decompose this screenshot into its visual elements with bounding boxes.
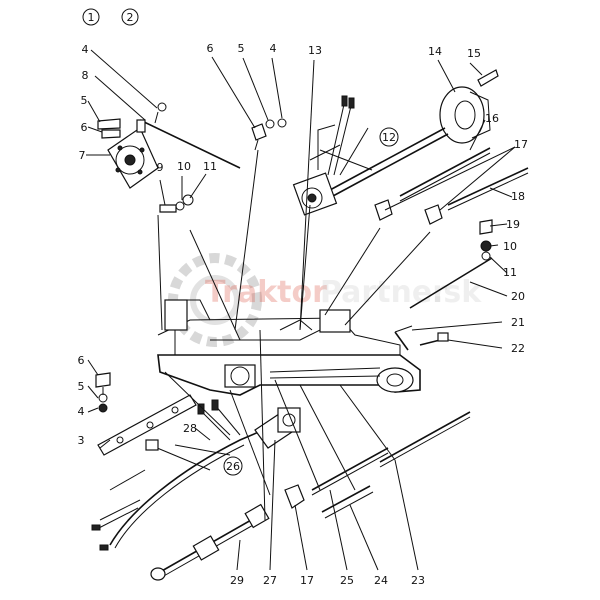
lamp-housing-7	[107, 127, 159, 189]
callout-15: 15	[467, 47, 481, 60]
pin-21	[394, 331, 409, 351]
callout-5-top: 5	[238, 42, 245, 55]
callout-4-top: 4	[270, 42, 277, 55]
variant-marker-2: 2	[121, 8, 139, 26]
rod-23	[379, 411, 471, 463]
hub-14	[439, 86, 491, 144]
connector-block	[145, 439, 159, 451]
tractor-frame	[157, 299, 421, 396]
bracket-3	[97, 394, 197, 456]
long-shaft-12	[329, 127, 446, 191]
rod-20	[409, 257, 493, 309]
callout-26: 26	[226, 460, 240, 473]
callout-20: 20	[511, 290, 525, 303]
callout-circle-12	[379, 127, 399, 147]
callout-labels: 4 8 5 6 7 9 10 11 6 5 4 13 14 15 12 16 1…	[78, 42, 529, 587]
callout-14: 14	[428, 45, 442, 58]
watermark-text-red: Traktor	[205, 275, 327, 310]
callout-7: 7	[79, 149, 86, 162]
callout-16: 16	[485, 112, 499, 125]
callout-11: 11	[203, 160, 217, 173]
callout-10: 10	[177, 160, 191, 173]
rod-18	[447, 167, 529, 206]
variant-label-2: 2	[127, 11, 134, 24]
tube-24	[321, 485, 371, 513]
leader-lines	[86, 49, 516, 571]
callout-11-right: 11	[503, 266, 517, 279]
callout-circle-26	[223, 456, 243, 476]
watermark: Traktor Partner .sk	[168, 253, 482, 347]
callout-23: 23	[411, 574, 425, 587]
callout-10-right: 10	[503, 240, 517, 253]
rod-16	[399, 147, 491, 197]
callout-29: 29	[230, 574, 244, 587]
rear-wheel-hub	[376, 367, 414, 393]
callout-4: 4	[82, 43, 89, 56]
watermark-text-suffix: .sk	[432, 275, 482, 310]
front-lamp-housing	[164, 299, 188, 331]
rod-upper-left	[139, 119, 241, 169]
boot-17-bottom	[284, 484, 305, 509]
callout-9: 9	[157, 161, 164, 174]
watermark-text-grey: Partner	[320, 275, 447, 310]
callout-5: 5	[81, 94, 88, 107]
boot-17-right	[424, 204, 443, 225]
callout-6: 6	[81, 121, 88, 134]
callout-4-left: 4	[78, 405, 85, 418]
variant-label-1: 1	[88, 11, 95, 24]
variant-marker-1: 1	[82, 8, 100, 26]
callout-22: 22	[511, 342, 525, 355]
boot-17-left	[374, 199, 393, 221]
callout-25: 25	[340, 574, 354, 587]
socket-27	[254, 407, 301, 449]
callout-27: 27	[263, 574, 277, 587]
callout-8: 8	[82, 69, 89, 82]
connector-housing-13	[292, 172, 338, 216]
harness-26	[109, 424, 276, 546]
callout-3: 3	[78, 434, 85, 447]
rod-25	[311, 447, 389, 491]
callout-13: 13	[308, 44, 322, 57]
callout-6-left: 6	[78, 354, 85, 367]
callout-6-top: 6	[207, 42, 214, 55]
callout-12: 12	[382, 131, 396, 144]
callout-24: 24	[374, 574, 388, 587]
callout-17: 17	[514, 138, 528, 151]
callout-19: 19	[506, 218, 520, 231]
callout-18: 18	[511, 190, 525, 203]
control-panel	[319, 309, 351, 333]
callout-5-left: 5	[78, 380, 85, 393]
plug-cable-29	[150, 503, 270, 581]
callout-21: 21	[511, 316, 525, 329]
drive-housing	[224, 364, 256, 388]
callout-28: 28	[183, 422, 197, 435]
callout-17-bottom: 17	[300, 574, 314, 587]
